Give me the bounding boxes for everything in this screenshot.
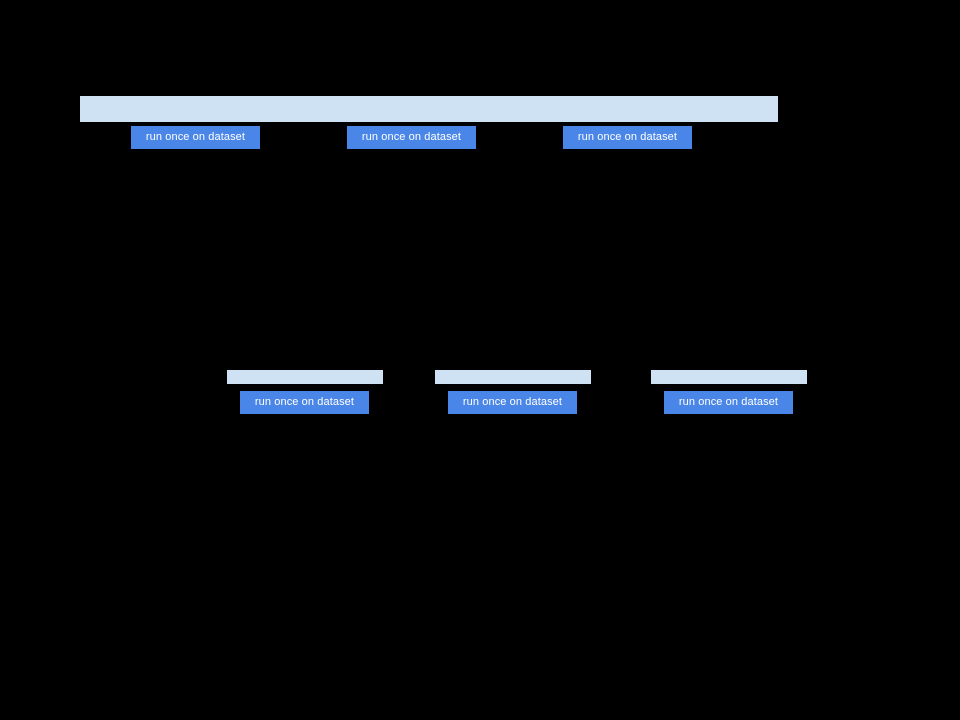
run-once-on-dataset-button-5[interactable]: run once on dataset (448, 391, 577, 414)
run-once-on-dataset-button-6[interactable]: run once on dataset (664, 391, 793, 414)
dataset-progress-bar-2 (435, 370, 591, 384)
dataset-progress-bar-3 (651, 370, 807, 384)
run-once-on-dataset-button-1[interactable]: run once on dataset (131, 126, 260, 149)
run-once-on-dataset-button-3[interactable]: run once on dataset (563, 126, 692, 149)
dataset-progress-bar-1 (227, 370, 383, 384)
top-status-bar (80, 96, 778, 122)
run-once-on-dataset-button-4[interactable]: run once on dataset (240, 391, 369, 414)
run-once-on-dataset-button-2[interactable]: run once on dataset (347, 126, 476, 149)
